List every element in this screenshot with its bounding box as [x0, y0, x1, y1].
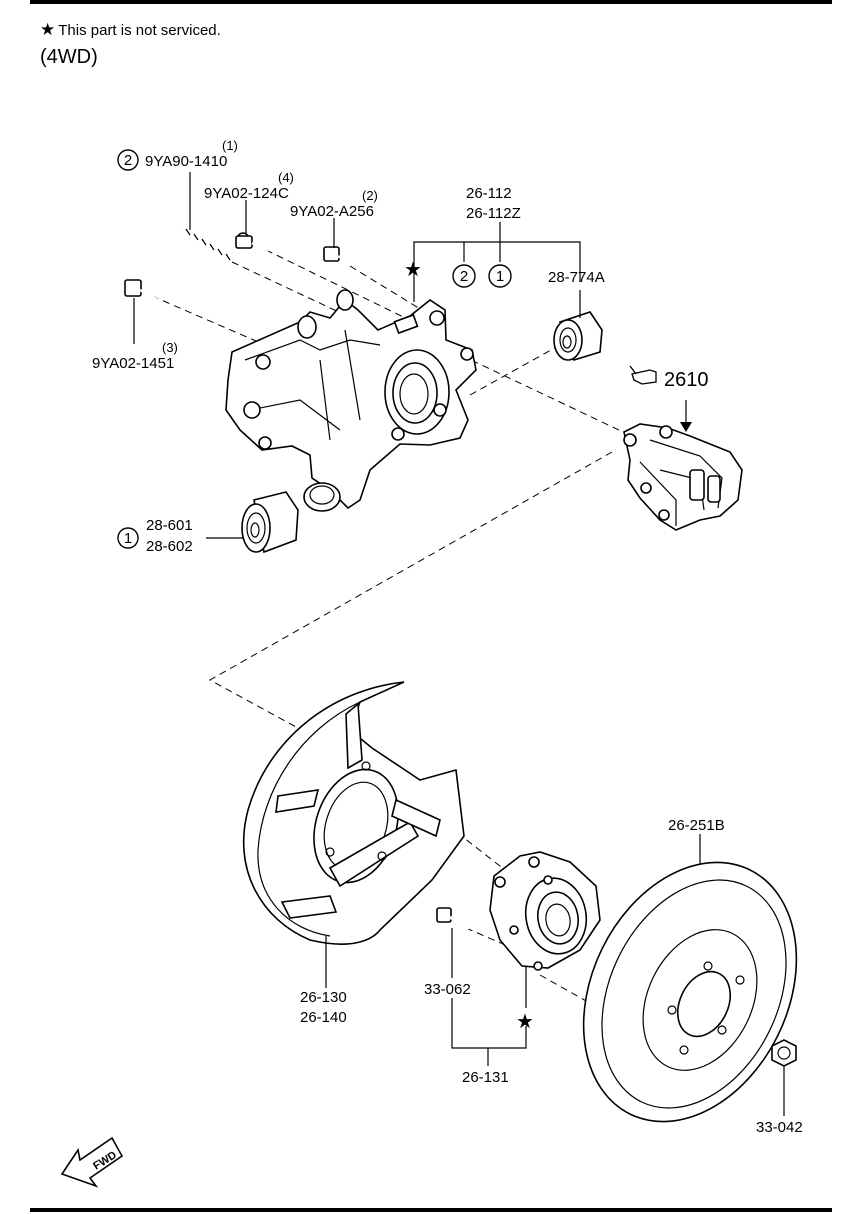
qty-label: (4): [278, 170, 294, 185]
service-note-text: This part is not serviced.: [58, 22, 221, 39]
qty-label: (1): [222, 138, 238, 153]
fwd-arrow-icon: FWD: [60, 1136, 124, 1188]
star-icon: ★: [40, 20, 56, 39]
part-number: 9YA02-A256: [290, 203, 374, 220]
callout-knuckle: 26-112 26-112Z ★ 2 1: [404, 185, 521, 288]
bolt-9ya02-1451[interactable]: [124, 279, 159, 302]
callout-caliper: 2610: [629, 365, 709, 391]
ref-marker-text: 1: [124, 530, 132, 547]
ref-marker-text: 1: [496, 268, 504, 285]
callout-disc: 26-251B: [668, 817, 725, 834]
leader-lines: [133, 172, 785, 1116]
ref-marker-1-icon: [488, 264, 512, 288]
callout-hub-assembly: ★ 26-131: [462, 1011, 534, 1086]
part-number: 9YA90-1410: [145, 153, 227, 170]
callout-bolt-9ya02-a256: (2) 9YA02-A256: [290, 188, 378, 220]
star-icon: ★: [404, 259, 422, 281]
hub-bolt-33-062[interactable]: [436, 907, 469, 932]
bushing-28-601[interactable]: [241, 491, 299, 554]
ref-marker-2-icon: [452, 264, 476, 288]
ref-marker-text: 2: [460, 268, 468, 285]
callout-bolt-9ya02-124c: (4) 9YA02-124C: [204, 170, 294, 202]
wheel-hub-26-131[interactable]: [489, 851, 601, 971]
bottom-border: [30, 1208, 832, 1212]
ref-marker-2-icon: [117, 149, 139, 171]
brake-disc-26-251b[interactable]: [542, 827, 837, 1157]
callout-bushing-lower: 1 28-601 28-602: [117, 517, 193, 555]
callout-nut: 33-042: [756, 1119, 803, 1136]
callout-bolt-9ya02-1451: (3) 9YA02-1451: [92, 340, 178, 372]
qty-label: (2): [362, 188, 378, 203]
part-number: 9YA02-1451: [92, 355, 174, 372]
part-number-a: 26-112: [466, 185, 512, 202]
part-number: 26-131: [462, 1069, 509, 1086]
part-number-b: 26-112Z: [466, 205, 521, 222]
part-number: 2610: [664, 369, 709, 391]
callout-bushing-upper: 28-774A: [548, 269, 605, 286]
steering-knuckle-26-112[interactable]: [225, 289, 477, 512]
service-note: ★This part is not serviced.: [40, 20, 221, 40]
part-number: 9YA02-124C: [204, 185, 289, 202]
long-bolt-9ya90-1410[interactable]: [181, 228, 233, 264]
ref-marker-text: 2: [124, 152, 132, 169]
brake-caliper-2610[interactable]: [623, 423, 743, 531]
callout-bolt-9ya90-1410: (1) 2 9YA90-1410: [117, 138, 238, 171]
part-number: 26-251B: [668, 817, 725, 834]
ref-marker-1-icon: [117, 527, 139, 549]
callout-hub-bolt: 33-062: [424, 981, 471, 998]
variant-label: (4WD): [40, 46, 98, 68]
part-number: 33-042: [756, 1119, 803, 1136]
part-number: 28-774A: [548, 269, 605, 286]
part-number-b: 26-140: [300, 1009, 347, 1026]
dust-shield-26-130[interactable]: [242, 681, 465, 945]
part-number-a: 28-601: [146, 517, 193, 534]
callout-dust-shield: 26-130 26-140: [300, 989, 347, 1026]
pointing-hand-icon: [629, 365, 657, 385]
bolt-9ya02-a256[interactable]: [323, 246, 355, 268]
qty-label: (3): [162, 340, 178, 355]
bolt-9ya02-124c[interactable]: [235, 232, 269, 254]
bushing-28-774a[interactable]: [553, 311, 603, 361]
part-number-b: 28-602: [146, 538, 193, 555]
star-icon: ★: [516, 1011, 534, 1033]
top-border: [30, 0, 832, 4]
part-number-a: 26-130: [300, 989, 347, 1006]
part-number: 33-062: [424, 981, 471, 998]
nut-33-042[interactable]: [771, 1039, 797, 1067]
